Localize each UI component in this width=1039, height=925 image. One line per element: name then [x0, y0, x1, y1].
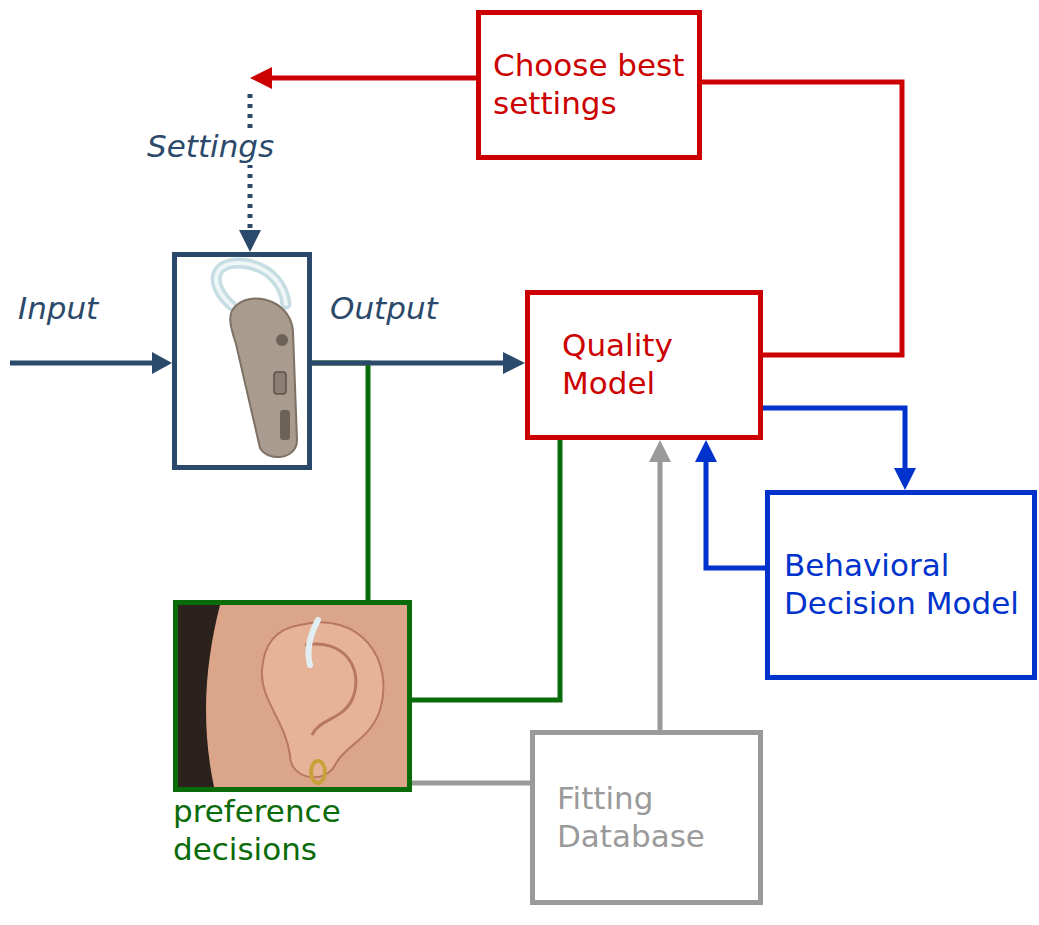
ear-shape [262, 622, 384, 777]
connector [250, 78, 476, 244]
box-text: Choose best settings [493, 47, 685, 123]
connector [763, 408, 905, 482]
ear-fold [305, 644, 356, 735]
signal-label: Input [14, 290, 102, 327]
signal-label: Settings [143, 128, 278, 165]
device-control [280, 410, 290, 440]
box-text: Quality Model [562, 327, 744, 403]
device-body [230, 299, 297, 458]
connector-line [702, 82, 902, 355]
input-arrow-line [10, 361, 154, 366]
skin-ground [178, 605, 407, 787]
input-arrow-head [152, 352, 172, 374]
listener-box: preference decisions [173, 600, 412, 792]
database-box: Fitting Database [530, 730, 763, 905]
ear-picture [178, 605, 407, 787]
connector-line [412, 781, 530, 786]
connector [412, 783, 530, 784]
dotted-line [248, 94, 253, 244]
device-box [172, 252, 312, 470]
hearing-aid-picture [216, 263, 297, 457]
connector-line [706, 448, 765, 568]
device-button [276, 334, 288, 346]
connector [660, 448, 661, 730]
connector-line [312, 361, 517, 366]
caption-text: preference decisions [173, 793, 443, 869]
connector-line [412, 440, 560, 700]
signal-label: Output [326, 290, 442, 327]
connector [312, 363, 368, 600]
connector-line [312, 363, 368, 600]
connector-line [763, 408, 905, 482]
connector [706, 448, 765, 568]
connector-line [258, 76, 476, 81]
connector [702, 82, 902, 355]
connector-line [658, 448, 663, 730]
device-switch [274, 372, 286, 394]
ear-tube [308, 620, 318, 665]
hair [178, 605, 220, 787]
earring [311, 761, 325, 783]
connector [412, 440, 560, 700]
box-text: Behavioral Decision Model [784, 547, 1020, 623]
model-box: Quality Model [525, 290, 763, 440]
connector [312, 363, 517, 364]
action-box: Choose best settings [476, 10, 702, 160]
model-box: Behavioral Decision Model [765, 490, 1037, 680]
box-text: Fitting Database [557, 780, 746, 856]
